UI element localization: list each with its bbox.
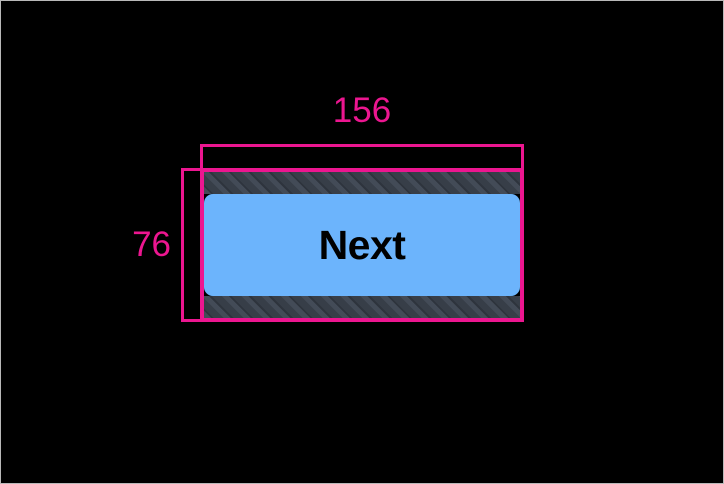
width-dimension-label: 156 [332,91,392,130]
next-button[interactable]: Next [204,194,520,296]
height-dimension-bracket [181,168,201,322]
width-dimension-bracket [200,144,524,168]
height-dimension-label: 76 [132,225,171,264]
top-padding-hatch-band [204,172,520,194]
measured-element-highlight-box[interactable]: Next [200,168,524,322]
next-button-label: Next [318,221,406,268]
bottom-padding-hatch-band [204,296,520,318]
